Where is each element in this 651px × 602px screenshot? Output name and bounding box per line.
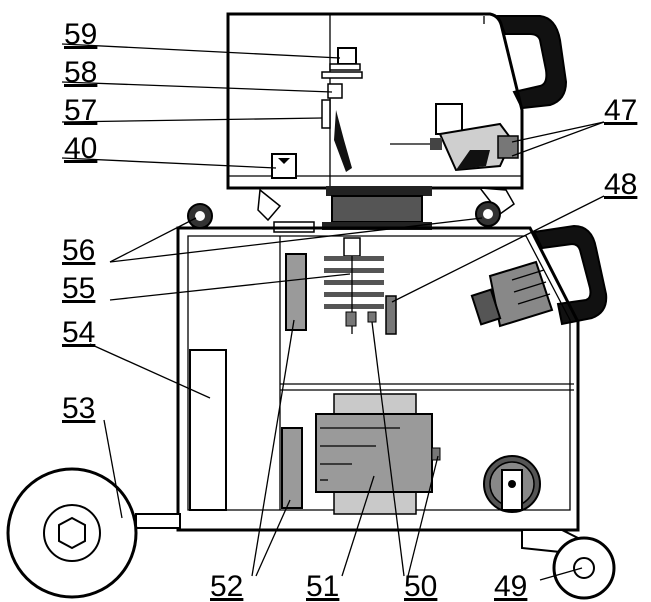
leader-lines — [61, 43, 605, 581]
label-50: 50 — [404, 570, 437, 602]
label-55: 55 — [62, 272, 95, 305]
wire-feed-unit — [390, 103, 519, 172]
top-handle — [496, 15, 568, 110]
label-40: 40 — [64, 132, 97, 165]
torch-connector — [470, 260, 554, 328]
label-54: 54 — [62, 316, 95, 349]
part-labels: 59 58 57 40 47 48 56 55 54 53 52 51 50 4… — [62, 18, 637, 602]
label-52: 52 — [210, 570, 243, 602]
part-55-heatsink — [324, 237, 384, 334]
case-body — [226, 12, 524, 190]
part-48-component — [385, 295, 397, 335]
part-58-bracket — [321, 71, 363, 79]
part-53-wheel — [6, 467, 181, 599]
cabinet-castor-left — [187, 203, 213, 229]
part-51-transformer — [315, 393, 441, 515]
spool-hub — [273, 186, 432, 233]
wire-feed-case — [226, 12, 568, 222]
cabinet-castor-right — [475, 201, 501, 227]
part-52-board-lower — [281, 427, 303, 509]
wire-spool — [483, 455, 541, 513]
part-59-display — [337, 47, 357, 65]
part-54-panel — [189, 349, 227, 511]
part-52-board-upper — [285, 253, 307, 331]
label-58: 58 — [64, 56, 97, 89]
label-59: 59 — [64, 18, 97, 51]
lower-cabinet — [176, 201, 608, 532]
part-40-terminal — [271, 153, 297, 179]
label-56: 56 — [62, 234, 95, 267]
part-49-castor — [521, 529, 616, 600]
part-57-connector — [321, 99, 331, 129]
label-57: 57 — [64, 94, 97, 127]
side-handle — [532, 224, 608, 326]
label-49: 49 — [494, 570, 527, 602]
label-48: 48 — [604, 168, 637, 201]
label-53: 53 — [62, 392, 95, 425]
label-51: 51 — [306, 570, 339, 602]
label-47: 47 — [604, 94, 637, 127]
